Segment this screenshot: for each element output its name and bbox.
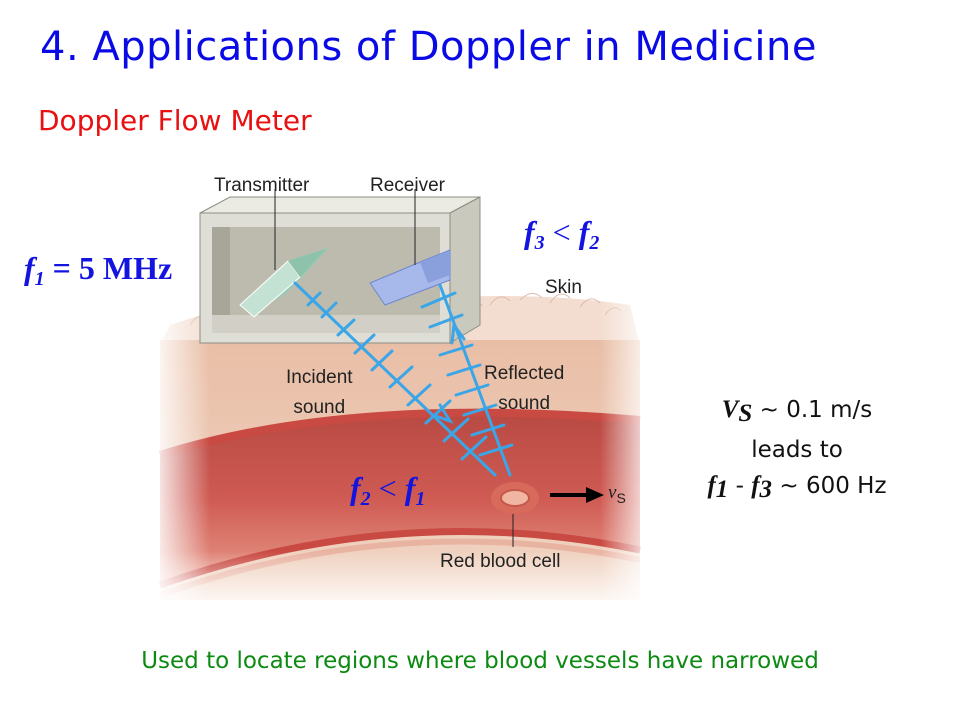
leads-to-line: leads to [751, 437, 843, 463]
shift-value: ~ 600 Hz [772, 473, 887, 499]
f1-annotation: f1 = 5 MHz [24, 250, 172, 291]
f2-sub: 2 [589, 232, 600, 254]
receiver-label: Receiver [370, 175, 445, 196]
velocity-line: VS ~ 0.1 m/s [672, 392, 922, 432]
receiver-crystal [369, 249, 451, 306]
incident-sound-line2: sound [293, 397, 346, 418]
f1-var: f [404, 470, 416, 506]
red-blood-cell [491, 482, 539, 514]
shift-f3-sub: 3 [759, 476, 773, 503]
incident-sound-label: Incident sound [286, 363, 353, 423]
doppler-flow-meter-diagram: Transmitter Receiver Skin Incident sound… [150, 165, 650, 615]
transmitter-label: Transmitter [214, 175, 310, 196]
incident-sound-wave [293, 281, 497, 477]
slide-footer: Used to locate regions where blood vesse… [141, 648, 819, 674]
lt-op: < [370, 470, 405, 506]
f2-lt-f1-annotation: f2 < f1 [350, 470, 425, 511]
f1-value: = 5 MHz [44, 250, 173, 286]
velocity-subscript: S [616, 489, 626, 506]
shift-f1-sub: 1 [715, 476, 729, 503]
velocity-label: vS [608, 478, 626, 513]
f3-var: f [524, 214, 535, 250]
red-blood-cell-label: Red blood cell [440, 551, 561, 572]
f1-sub: 1 [34, 268, 45, 290]
f3-lt-f2-annotation: f3 < f2 [524, 214, 599, 255]
vs-value: ~ 0.1 m/s [752, 397, 873, 423]
velocity-arrow [550, 487, 604, 503]
probe-housing [199, 196, 481, 344]
vs-sub: S [738, 400, 753, 427]
transmitter-crystal [239, 247, 330, 318]
minus-op: - [728, 473, 752, 499]
shift-f3-var: f [751, 472, 760, 499]
lt-op: < [544, 214, 579, 250]
velocity-symbol: v [608, 482, 617, 503]
doppler-shift-note: VS ~ 0.1 m/s leads to f1 - f3 ~ 600 Hz [672, 392, 922, 508]
reflected-sound-label: Reflected sound [484, 359, 564, 419]
f1-sub: 1 [415, 488, 426, 510]
reflected-sound-wave [420, 283, 514, 477]
skin-label: Skin [545, 277, 582, 298]
f2-sub: 2 [360, 488, 371, 510]
reflected-sound-line1: Reflected [484, 363, 565, 384]
f2-var: f [350, 470, 361, 506]
f2-var: f [578, 214, 590, 250]
slide-subtitle: Doppler Flow Meter [38, 104, 312, 137]
slide-title: 4. Applications of Doppler in Medicine [40, 24, 818, 70]
vs-var: V [721, 396, 739, 423]
incident-sound-line1: Incident [286, 367, 353, 388]
f1-var: f [24, 250, 35, 286]
diagram-illustration [150, 189, 650, 615]
shift-line: f1 - f3 ~ 600 Hz [672, 468, 922, 508]
reflected-sound-line2: sound [498, 393, 551, 414]
f3-sub: 3 [534, 232, 545, 254]
shift-f1-var: f [707, 472, 716, 499]
